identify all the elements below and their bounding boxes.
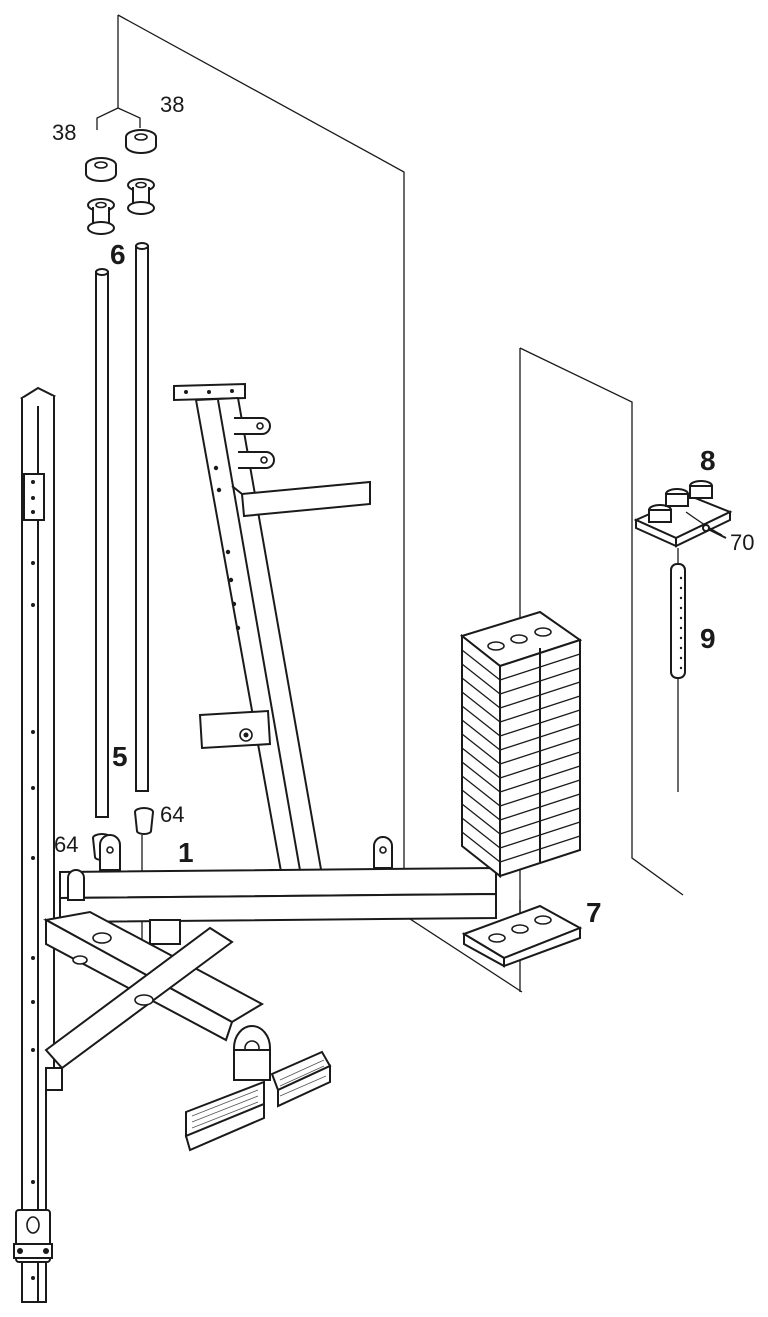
pin-70: [702, 524, 727, 539]
label-6: 6: [110, 239, 126, 270]
label-5: 5: [112, 741, 128, 772]
label-1: 1: [178, 837, 194, 868]
upright-post: [13, 386, 57, 1303]
bushing-38-right: [125, 129, 157, 154]
weight-base-plate-7: [461, 904, 583, 968]
selector-rod-9: [670, 548, 686, 679]
label-7: 7: [586, 897, 602, 928]
label-70: 70: [730, 530, 754, 555]
foot-pad-left: [184, 1080, 265, 1152]
part-labels: 38 38 6 5 64 64 1 7 8 70 9: [52, 92, 754, 928]
label-64-right: 64: [160, 802, 184, 827]
bushing-6-left: [87, 198, 115, 235]
guide-rod-5-left: [95, 268, 109, 818]
bushing-64-right: [134, 807, 154, 835]
weight-stack: [459, 610, 583, 879]
guide-rod-5-right: [135, 242, 149, 792]
bushing-6-right: [127, 178, 155, 215]
label-38-right: 38: [160, 92, 184, 117]
label-38-left: 38: [52, 120, 76, 145]
top-plate-8: [633, 480, 733, 548]
center-column: [173, 382, 371, 907]
label-8: 8: [700, 445, 716, 476]
foot-pad-right: [270, 1050, 332, 1108]
guide-plane-large: [96, 14, 523, 993]
bushing-38-left: [85, 157, 117, 182]
label-9: 9: [700, 623, 716, 654]
label-64-left: 64: [54, 832, 78, 857]
base-frame: [43, 834, 497, 1091]
